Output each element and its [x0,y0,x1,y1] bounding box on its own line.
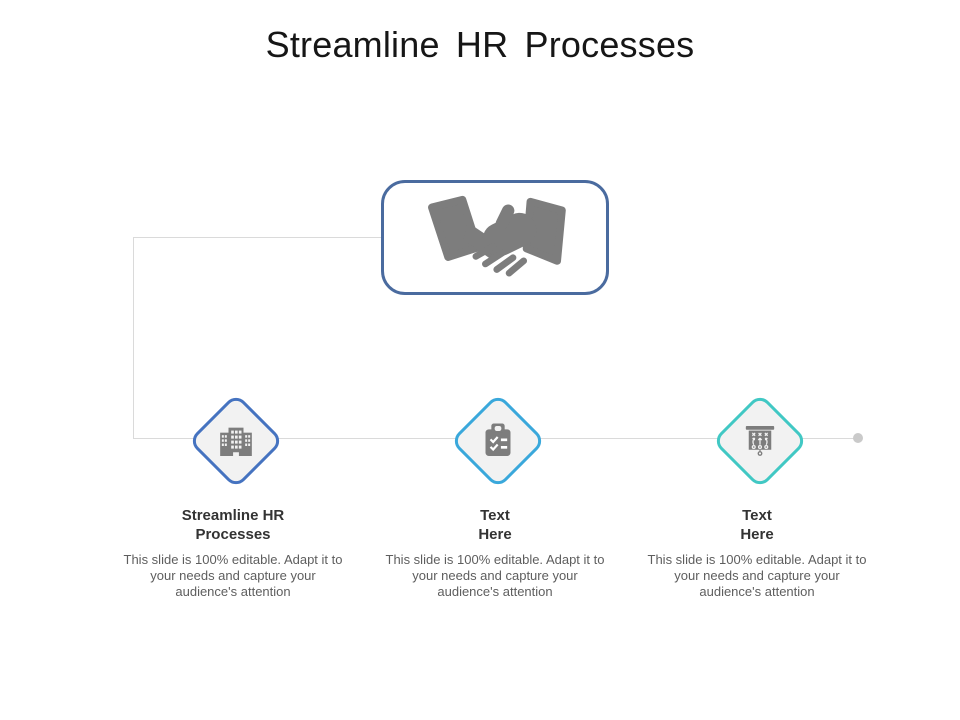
handshake-finger [482,249,506,267]
handshake-finger [472,242,497,260]
handshake-finger [505,257,528,277]
handshake-finger [493,253,517,273]
step-1-text-block: Streamline HR Processes This slide is 10… [118,506,348,600]
step-2-text-block: Text Here This slide is 100% editable. A… [380,506,610,600]
step-1-diamond [187,392,285,490]
handshake-icon [428,195,566,277]
office-building-icon [220,427,252,456]
step-1-description: This slide is 100% editable. Adapt it to… [123,552,343,599]
step-3-heading: Text Here [740,507,774,543]
step-1-diamond-inner [216,421,256,461]
step-3-text-block: Text Here This slide is 100% editable. A… [642,506,872,600]
connector-top-line [133,237,381,238]
step-1-heading: Streamline HR Processes [181,507,285,543]
clipboard-checklist-icon [485,423,511,456]
step-2-heading: Text Here [478,507,512,543]
page-title: Streamline HR Processes [265,24,695,65]
handshake-thumb [495,204,515,230]
connector-left-line [133,237,134,438]
strategy-board-icon [745,426,775,456]
step-2-description: This slide is 100% editable. Adapt it to… [385,552,605,599]
step-2-diamond [449,392,547,490]
step-3-diamond [711,392,809,490]
hero-card [381,180,609,295]
step-2-diamond-inner [478,421,518,461]
step-3-diamond-inner [740,421,780,461]
step-3-description: This slide is 100% editable. Adapt it to… [647,552,867,599]
timeline-end-dot [853,433,863,443]
